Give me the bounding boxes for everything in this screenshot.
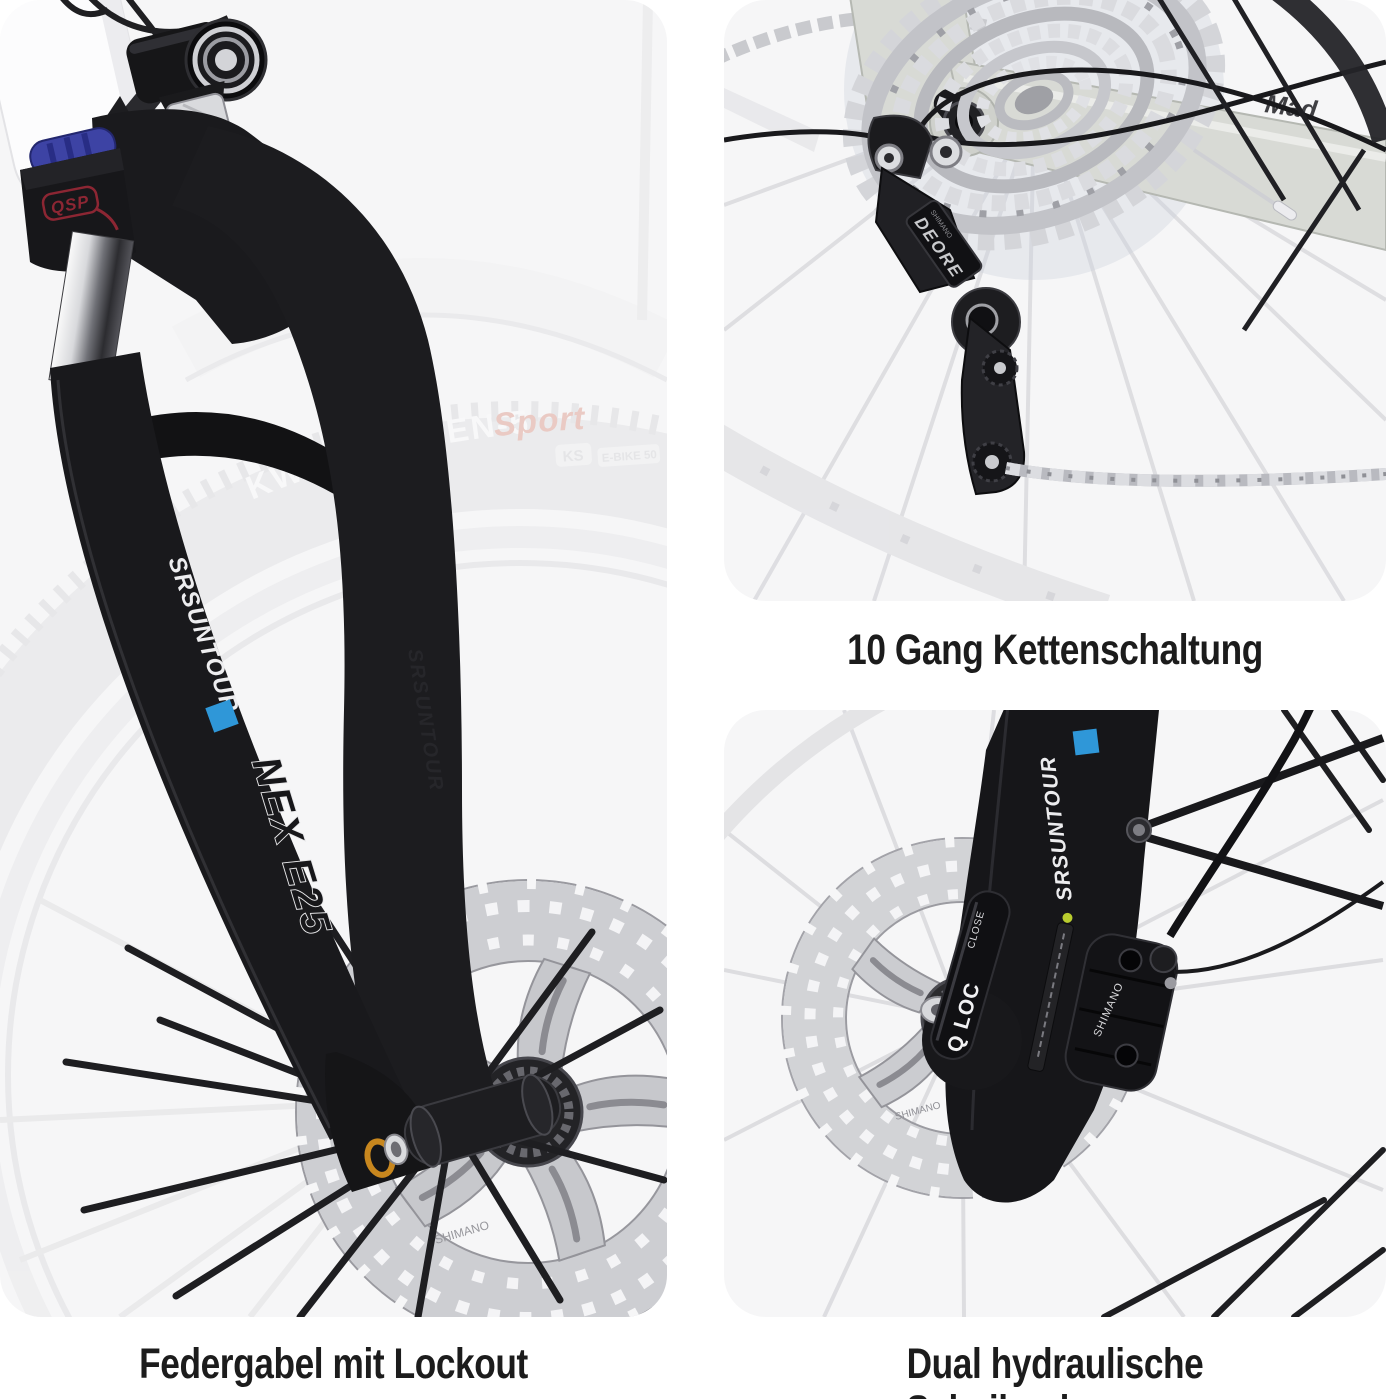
tire-badge-ebike: E-BIKE 50 bbox=[602, 449, 658, 465]
caption-brakes: Dual hydraulische Scheibenbremsen bbox=[906, 1340, 1204, 1399]
faded-rim-lip bbox=[5, 560, 667, 1317]
faded-tire bbox=[0, 417, 667, 1317]
dynamo-wire bbox=[1173, 880, 1385, 974]
rotor-brand-text: SHIMANO bbox=[433, 1218, 491, 1247]
tire-badge-box bbox=[597, 444, 661, 467]
tire-badge-ks: KS bbox=[562, 447, 584, 465]
fork-arch bbox=[118, 411, 334, 494]
fork-leg-highlight bbox=[56, 379, 332, 1129]
tire-badge-box bbox=[555, 442, 592, 467]
brake-illustration: SHIMANO SRSUNTOUR bbox=[724, 710, 1386, 1317]
hub-body bbox=[403, 1075, 562, 1166]
hub-flange-right bbox=[521, 1073, 554, 1136]
faded-rim bbox=[0, 526, 667, 1317]
front-spokes bbox=[1101, 710, 1386, 1317]
fork-dropout bbox=[325, 1052, 436, 1192]
caliper-bolt bbox=[1114, 1043, 1139, 1068]
rear-derailleur: SHIMANO DEORE bbox=[867, 114, 1026, 496]
qloc-lever: CLOSE Q LOC bbox=[930, 890, 1011, 1060]
fork-illustration: KWICK SEVEN-5 Sport KS E-BIKE 50 bbox=[0, 0, 667, 1317]
bleed-port bbox=[1164, 977, 1177, 990]
faded-fender-edge bbox=[184, 312, 667, 383]
faded-background-bike: KWICK SEVEN-5 Sport KS E-BIKE 50 bbox=[0, 0, 667, 1317]
faded-rim bbox=[724, 424, 1111, 601]
b-knuckle bbox=[867, 114, 934, 180]
warning-sticker bbox=[1027, 912, 1074, 1072]
caption-fork: Federgabel mit Lockout bbox=[139, 1340, 528, 1388]
lens-ring-inner bbox=[203, 37, 249, 83]
wheel-rim-and-spokes bbox=[1157, 0, 1386, 332]
faded-crank bbox=[724, 88, 820, 152]
brake-hose bbox=[1166, 710, 1314, 939]
hub-flange-left bbox=[409, 1105, 442, 1168]
sticker-green-dot bbox=[1062, 912, 1073, 923]
headlight-body-highlight bbox=[129, 25, 216, 54]
silver-spoke bbox=[1192, 148, 1286, 212]
faded-rim-arc bbox=[724, 710, 886, 841]
fork-brand-blue-square bbox=[205, 699, 239, 733]
front-hub bbox=[364, 1073, 562, 1178]
chain-bottom bbox=[1004, 462, 1386, 487]
brake-caliper: SHIMANO bbox=[1064, 933, 1179, 1092]
fender-stays bbox=[1126, 734, 1385, 910]
spoke-reflector bbox=[1272, 200, 1297, 221]
tire-sidewall-text-accent: Sport bbox=[492, 399, 587, 443]
banjo-fitting bbox=[1149, 945, 1178, 974]
lens-center bbox=[215, 49, 237, 71]
rotor-brand-text: SHIMANO bbox=[894, 1100, 942, 1123]
derailleur-photo-panel: Mad bbox=[724, 0, 1386, 601]
shift-cables bbox=[724, 59, 1386, 174]
faded-strut bbox=[637, 0, 653, 321]
derailleur-illustration: Mad bbox=[724, 0, 1386, 601]
fork-leg-left bbox=[50, 352, 408, 1140]
fork-brand-blue-square bbox=[1072, 728, 1100, 756]
caption-derailleur: 10 Gang Kettenschaltung bbox=[847, 626, 1263, 674]
tire-badges: KS E-BIKE 50 bbox=[555, 442, 661, 467]
fork-photo-panel: KWICK SEVEN-5 Sport KS E-BIKE 50 bbox=[0, 0, 667, 1317]
fork-blade-right bbox=[172, 126, 510, 1168]
qsp-logo-box bbox=[41, 185, 100, 221]
caliper-bolt bbox=[1118, 948, 1143, 973]
brake-photo-panel: SHIMANO SRSUNTOUR bbox=[724, 710, 1386, 1317]
